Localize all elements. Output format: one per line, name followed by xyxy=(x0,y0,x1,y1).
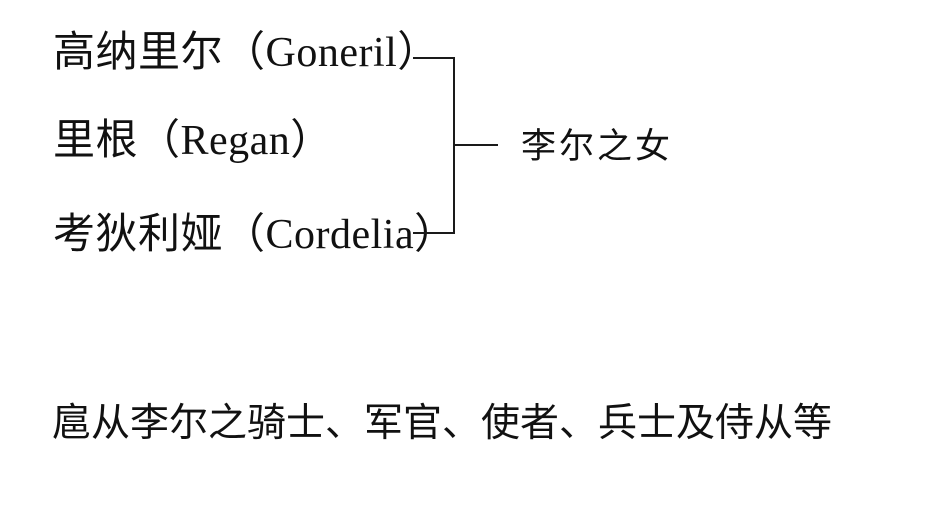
daughter-name-goneril: 高纳里尔（Goneril） xyxy=(53,30,440,76)
group-label-lears-daughters: 李尔之女 xyxy=(521,127,674,166)
bracket-bottom-line xyxy=(413,232,455,234)
bracket-vertical-line xyxy=(453,57,455,234)
daughter-name-cordelia: 考狄利娅（Cordelia） xyxy=(53,212,457,258)
bracket-top-line xyxy=(413,57,455,59)
daughter-name-regan: 里根（Regan） xyxy=(53,118,333,164)
bracket-middle-connector-line xyxy=(455,144,498,146)
retinue-description-text: 扈从李尔之骑士、军官、使者、兵士及侍从等 xyxy=(52,402,833,445)
